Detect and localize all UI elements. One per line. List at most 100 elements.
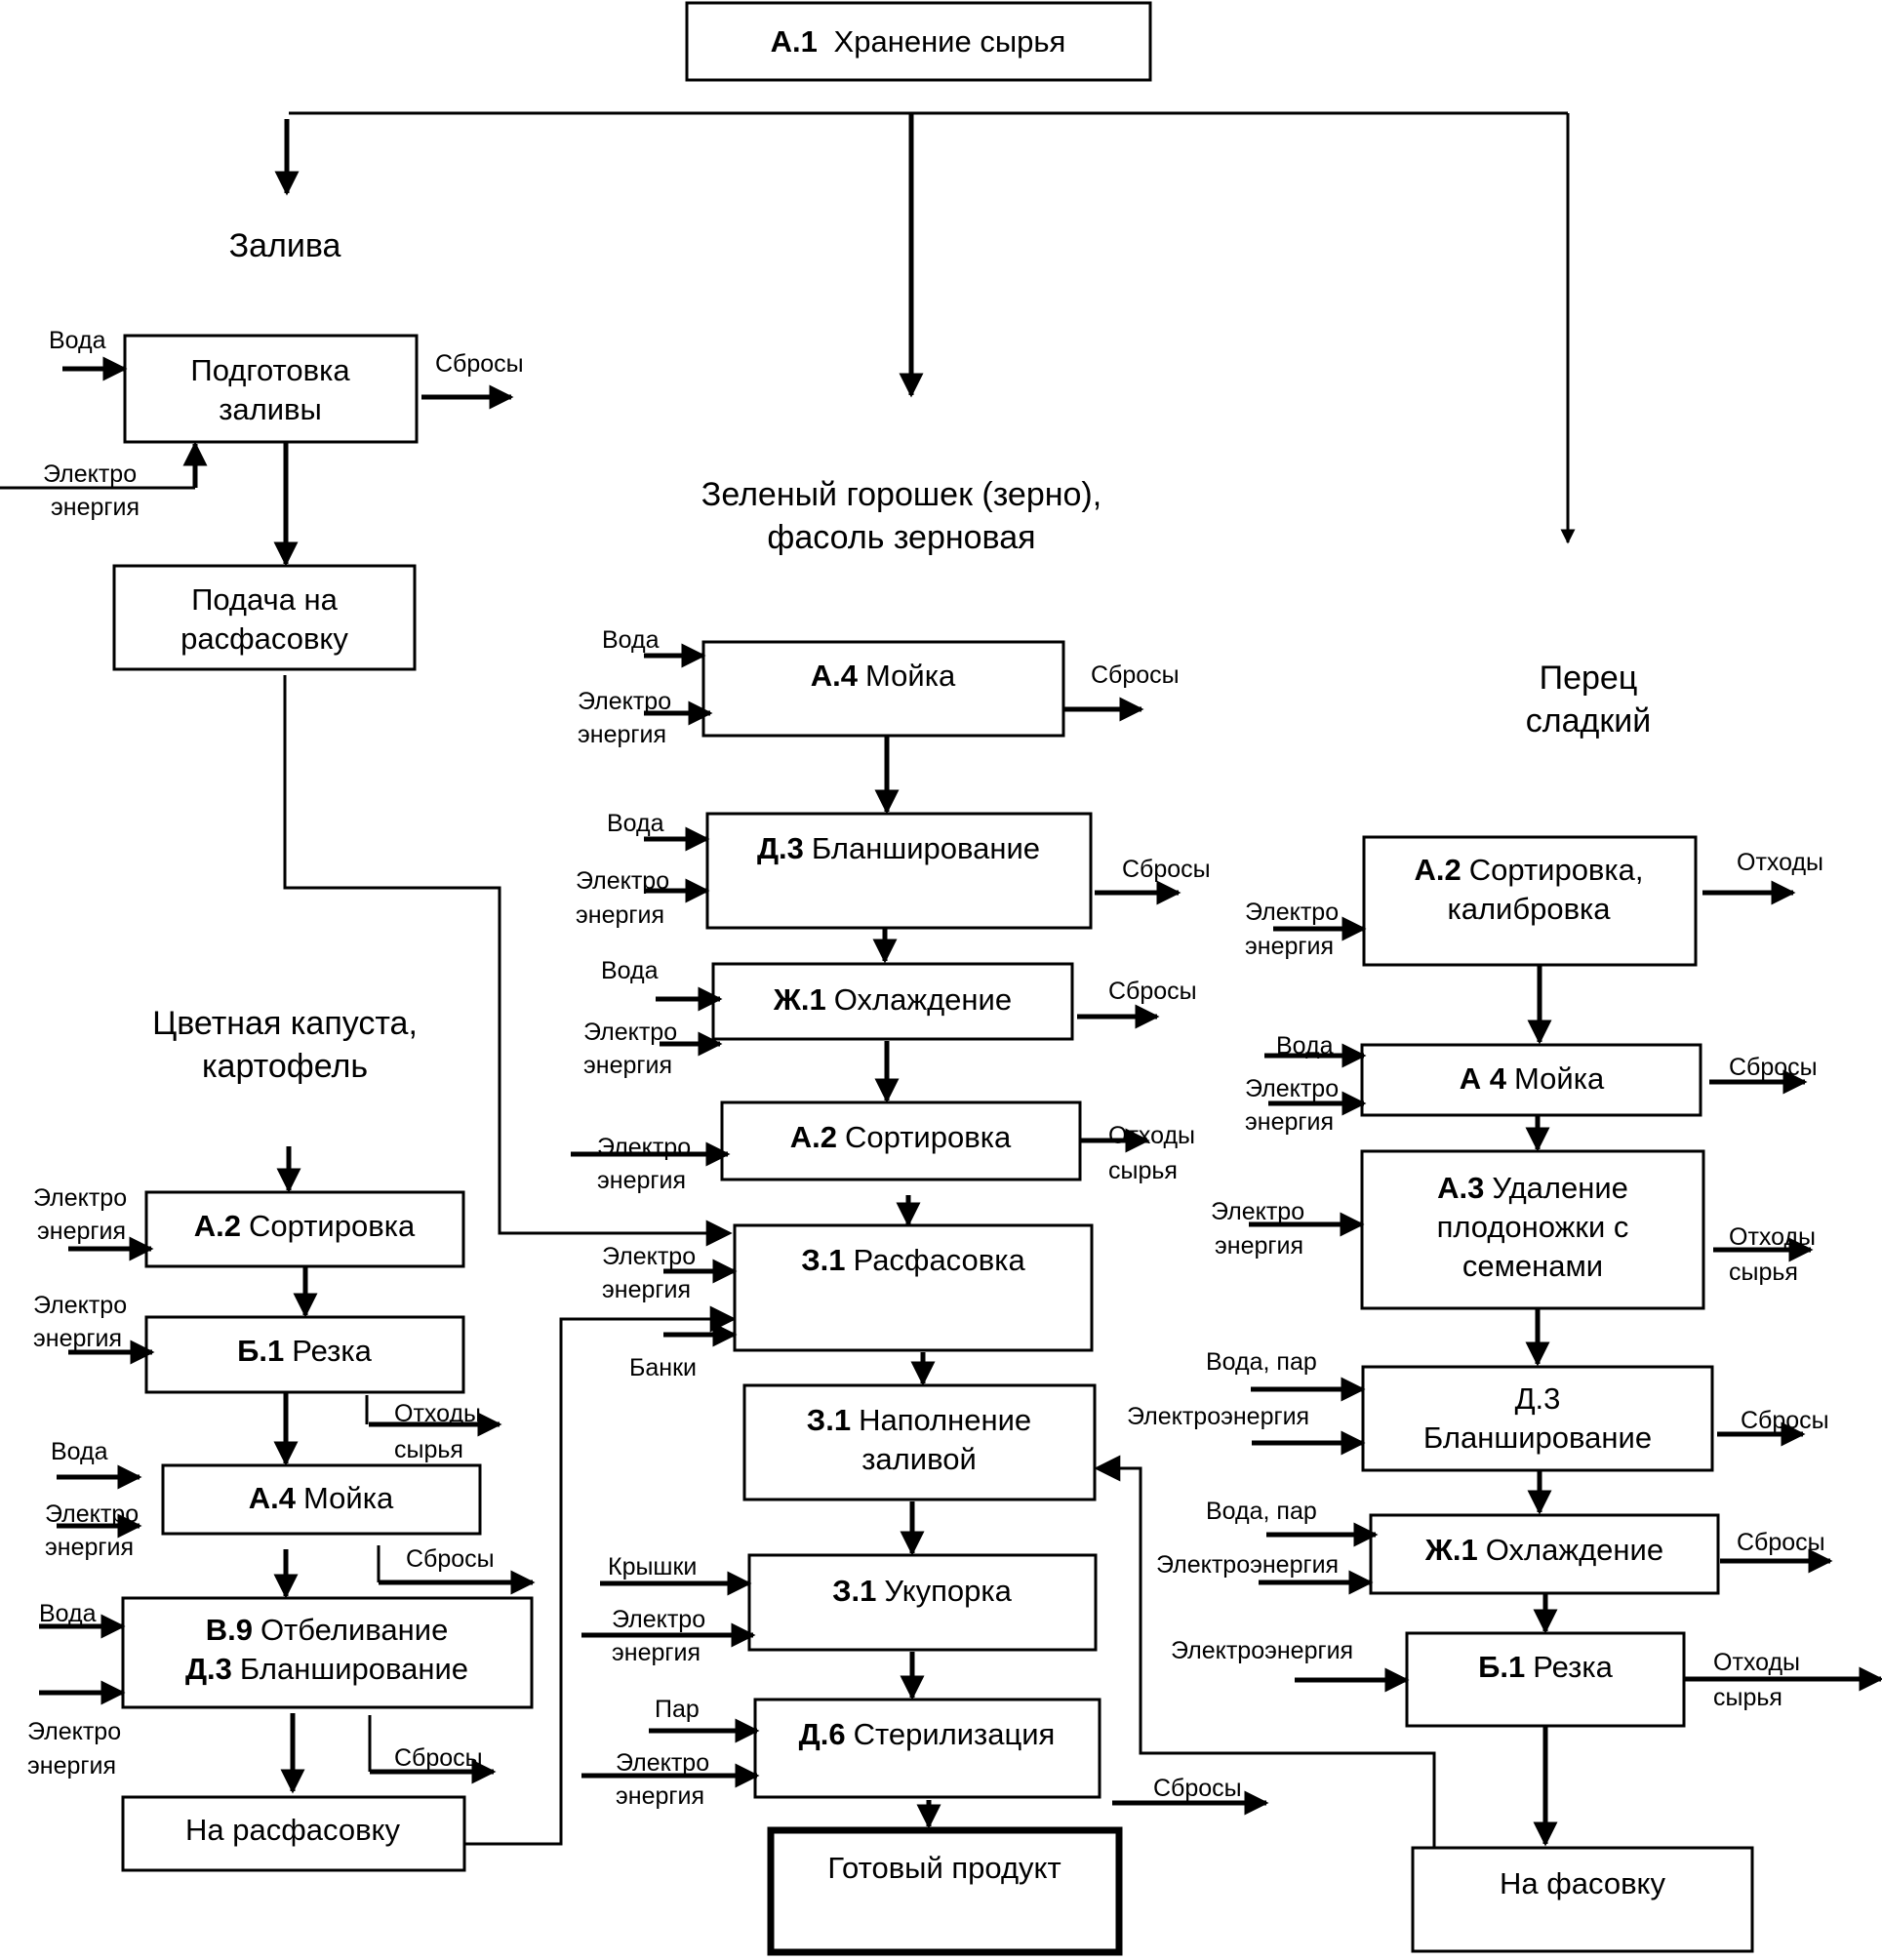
svg-text:Сбросы: Сбросы (1729, 1054, 1818, 1081)
svg-text:Электро: Электро (1211, 1198, 1304, 1225)
svg-text:заливой: заливой (861, 1442, 977, 1476)
branch-pepper-2: сладкий (1526, 702, 1651, 740)
svg-text:Готовый продукт: Готовый продукт (827, 1851, 1061, 1885)
distribution-lines (274, 111, 1576, 544)
storage-code: А.1 (771, 24, 818, 59)
svg-text:Отходы: Отходы (1729, 1223, 1816, 1251)
svg-text:Сбросы: Сбросы (435, 350, 524, 378)
svg-text:Вода, пар: Вода, пар (1206, 1348, 1317, 1376)
svg-text:энергия: энергия (51, 494, 140, 521)
svg-text:Электро: Электро (602, 1243, 696, 1270)
branch-cabbage-1: Цветная капуста, (152, 1005, 418, 1042)
svg-text:Электро: Электро (612, 1606, 705, 1633)
step-zaliva-prep: Подготовка заливы (123, 334, 419, 444)
lids-label: Крышки (608, 1553, 697, 1580)
svg-text:А.1 Хранение сырья: А.1 Хранение сырья (771, 24, 1066, 59)
svg-text:Вода: Вода (607, 810, 664, 837)
svg-text:Электроэнергия: Электроэнергия (1171, 1637, 1353, 1664)
branch-zaliva: Залива (229, 227, 341, 264)
svg-text:Электро: Электро (1245, 899, 1339, 926)
svg-text:энергия: энергия (1215, 1232, 1303, 1260)
svg-text:Сбросы: Сбросы (1091, 661, 1180, 689)
step-right-blanching: Д.3 Бланширование (1361, 1365, 1714, 1472)
svg-text:Подача на: Подача на (191, 582, 339, 617)
svg-text:Д.3: Д.3 (1515, 1381, 1561, 1416)
svg-text:Сбросы: Сбросы (406, 1545, 495, 1573)
svg-text:энергия: энергия (578, 721, 666, 748)
svg-text:Электро: Электро (33, 1184, 127, 1212)
step-zaliva-feed: Подача на расфасовку (112, 564, 417, 671)
branch-cabbage-2: картофель (202, 1048, 368, 1085)
branch-pepper-1: Перец (1540, 660, 1638, 697)
svg-text:сырья: сырья (394, 1436, 463, 1463)
svg-text:семенами: семенами (1462, 1249, 1603, 1283)
svg-text:Бланширование: Бланширование (1423, 1420, 1652, 1455)
svg-text:заливы: заливы (219, 392, 322, 426)
svg-text:Сбросы: Сбросы (394, 1744, 483, 1772)
svg-text:Электро: Электро (616, 1749, 709, 1777)
svg-text:Электро: Электро (33, 1292, 127, 1319)
svg-text:энергия: энергия (583, 1052, 672, 1079)
cans-label: Банки (629, 1354, 697, 1381)
svg-text:энергия: энергия (616, 1782, 704, 1810)
svg-text:Электро: Электро (43, 460, 137, 488)
svg-text:Электро: Электро (583, 1019, 677, 1046)
svg-text:Сбросы: Сбросы (1108, 978, 1197, 1005)
svg-text:калибровка: калибровка (1447, 892, 1611, 926)
input-label: Вода (49, 327, 106, 354)
svg-text:энергия: энергия (597, 1167, 686, 1194)
branch-peas-1: Зеленый горошек (зерно), (701, 476, 1101, 513)
svg-text:энергия: энергия (1245, 933, 1334, 960)
svg-text:Вода: Вода (51, 1438, 108, 1465)
svg-text:Отходы: Отходы (1737, 849, 1823, 876)
storage-box: А.1 Хранение сырья (685, 1, 1152, 82)
svg-text:На расфасовку: На расфасовку (185, 1813, 400, 1847)
branch-peas-2: фасоль зерновая (767, 519, 1035, 556)
step-left-to-packaging: На расфасовку (121, 1795, 466, 1872)
svg-text:энергия: энергия (602, 1276, 691, 1303)
svg-text:сырья: сырья (1713, 1684, 1782, 1711)
svg-text:Вода, пар: Вода, пар (1206, 1498, 1317, 1525)
svg-text:расфасовку: расфасовку (180, 621, 348, 656)
svg-text:Подготовка: Подготовка (190, 353, 350, 387)
svg-text:энергия: энергия (1245, 1108, 1334, 1136)
svg-text:энергия: энергия (37, 1218, 126, 1245)
svg-text:энергия: энергия (27, 1752, 116, 1780)
svg-text:Вода: Вода (39, 1600, 97, 1627)
svg-text:Отходы: Отходы (1713, 1649, 1800, 1676)
svg-text:энергия: энергия (612, 1639, 701, 1666)
svg-text:Вода: Вода (602, 626, 660, 654)
svg-text:На фасовку: На фасовку (1500, 1866, 1665, 1900)
svg-text:Электро: Электро (597, 1134, 691, 1161)
steam-label: Пар (655, 1696, 700, 1723)
final-product-box: Готовый продукт (767, 1826, 1123, 1956)
svg-text:Отходы: Отходы (1108, 1122, 1195, 1149)
svg-text:Вода: Вода (601, 957, 659, 984)
svg-text:Электро: Электро (1245, 1075, 1339, 1102)
